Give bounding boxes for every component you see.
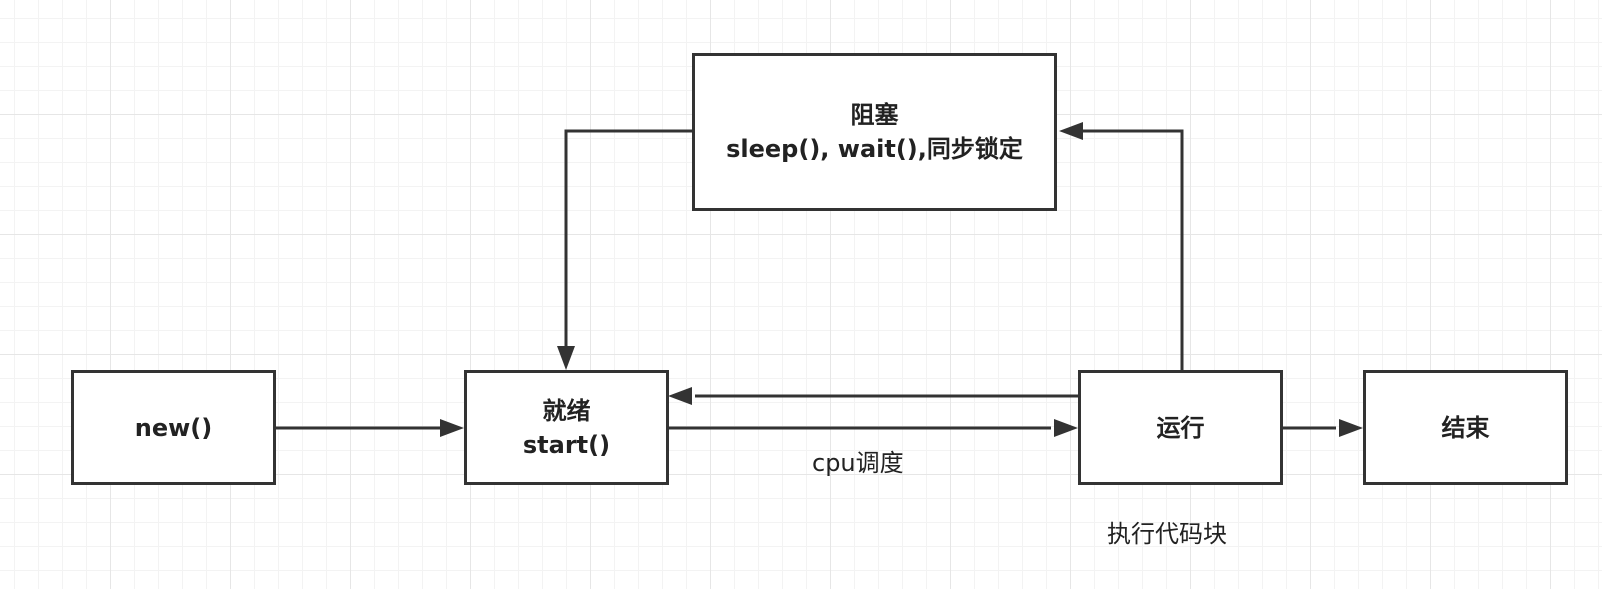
arrowhead-right-running: [1054, 419, 1078, 437]
edge-running-to-blocked: [1080, 129, 1184, 370]
node-new: new(): [71, 370, 276, 485]
node-blocked-subtitle: sleep(), wait(),同步锁定: [726, 135, 1023, 163]
node-ended-title: 结束: [1441, 413, 1490, 442]
arrowhead-left-ready: [668, 387, 692, 405]
node-blocked: 阻塞 sleep(), wait(),同步锁定: [692, 53, 1057, 211]
arrowhead-left-blocked: [1059, 122, 1083, 140]
arrowhead-right-ended: [1339, 419, 1363, 437]
arrowhead-right-ready: [440, 419, 464, 437]
edge-label-cpu-schedule: cpu调度: [812, 449, 904, 477]
node-ready-subtitle: start(): [522, 430, 611, 459]
node-running: 运行: [1078, 370, 1283, 485]
node-new-title: new(): [134, 413, 213, 442]
edge-label-execute-block: 执行代码块: [1107, 520, 1227, 548]
node-running-title: 运行: [1156, 413, 1205, 442]
node-ready: 就绪 start(): [464, 370, 669, 485]
node-blocked-title: 阻塞: [850, 101, 899, 129]
arrowhead-down-ready: [557, 346, 575, 370]
node-ended: 结束: [1363, 370, 1568, 485]
node-ready-title: 就绪: [542, 396, 591, 425]
edge-blocked-to-ready: [564, 129, 692, 353]
